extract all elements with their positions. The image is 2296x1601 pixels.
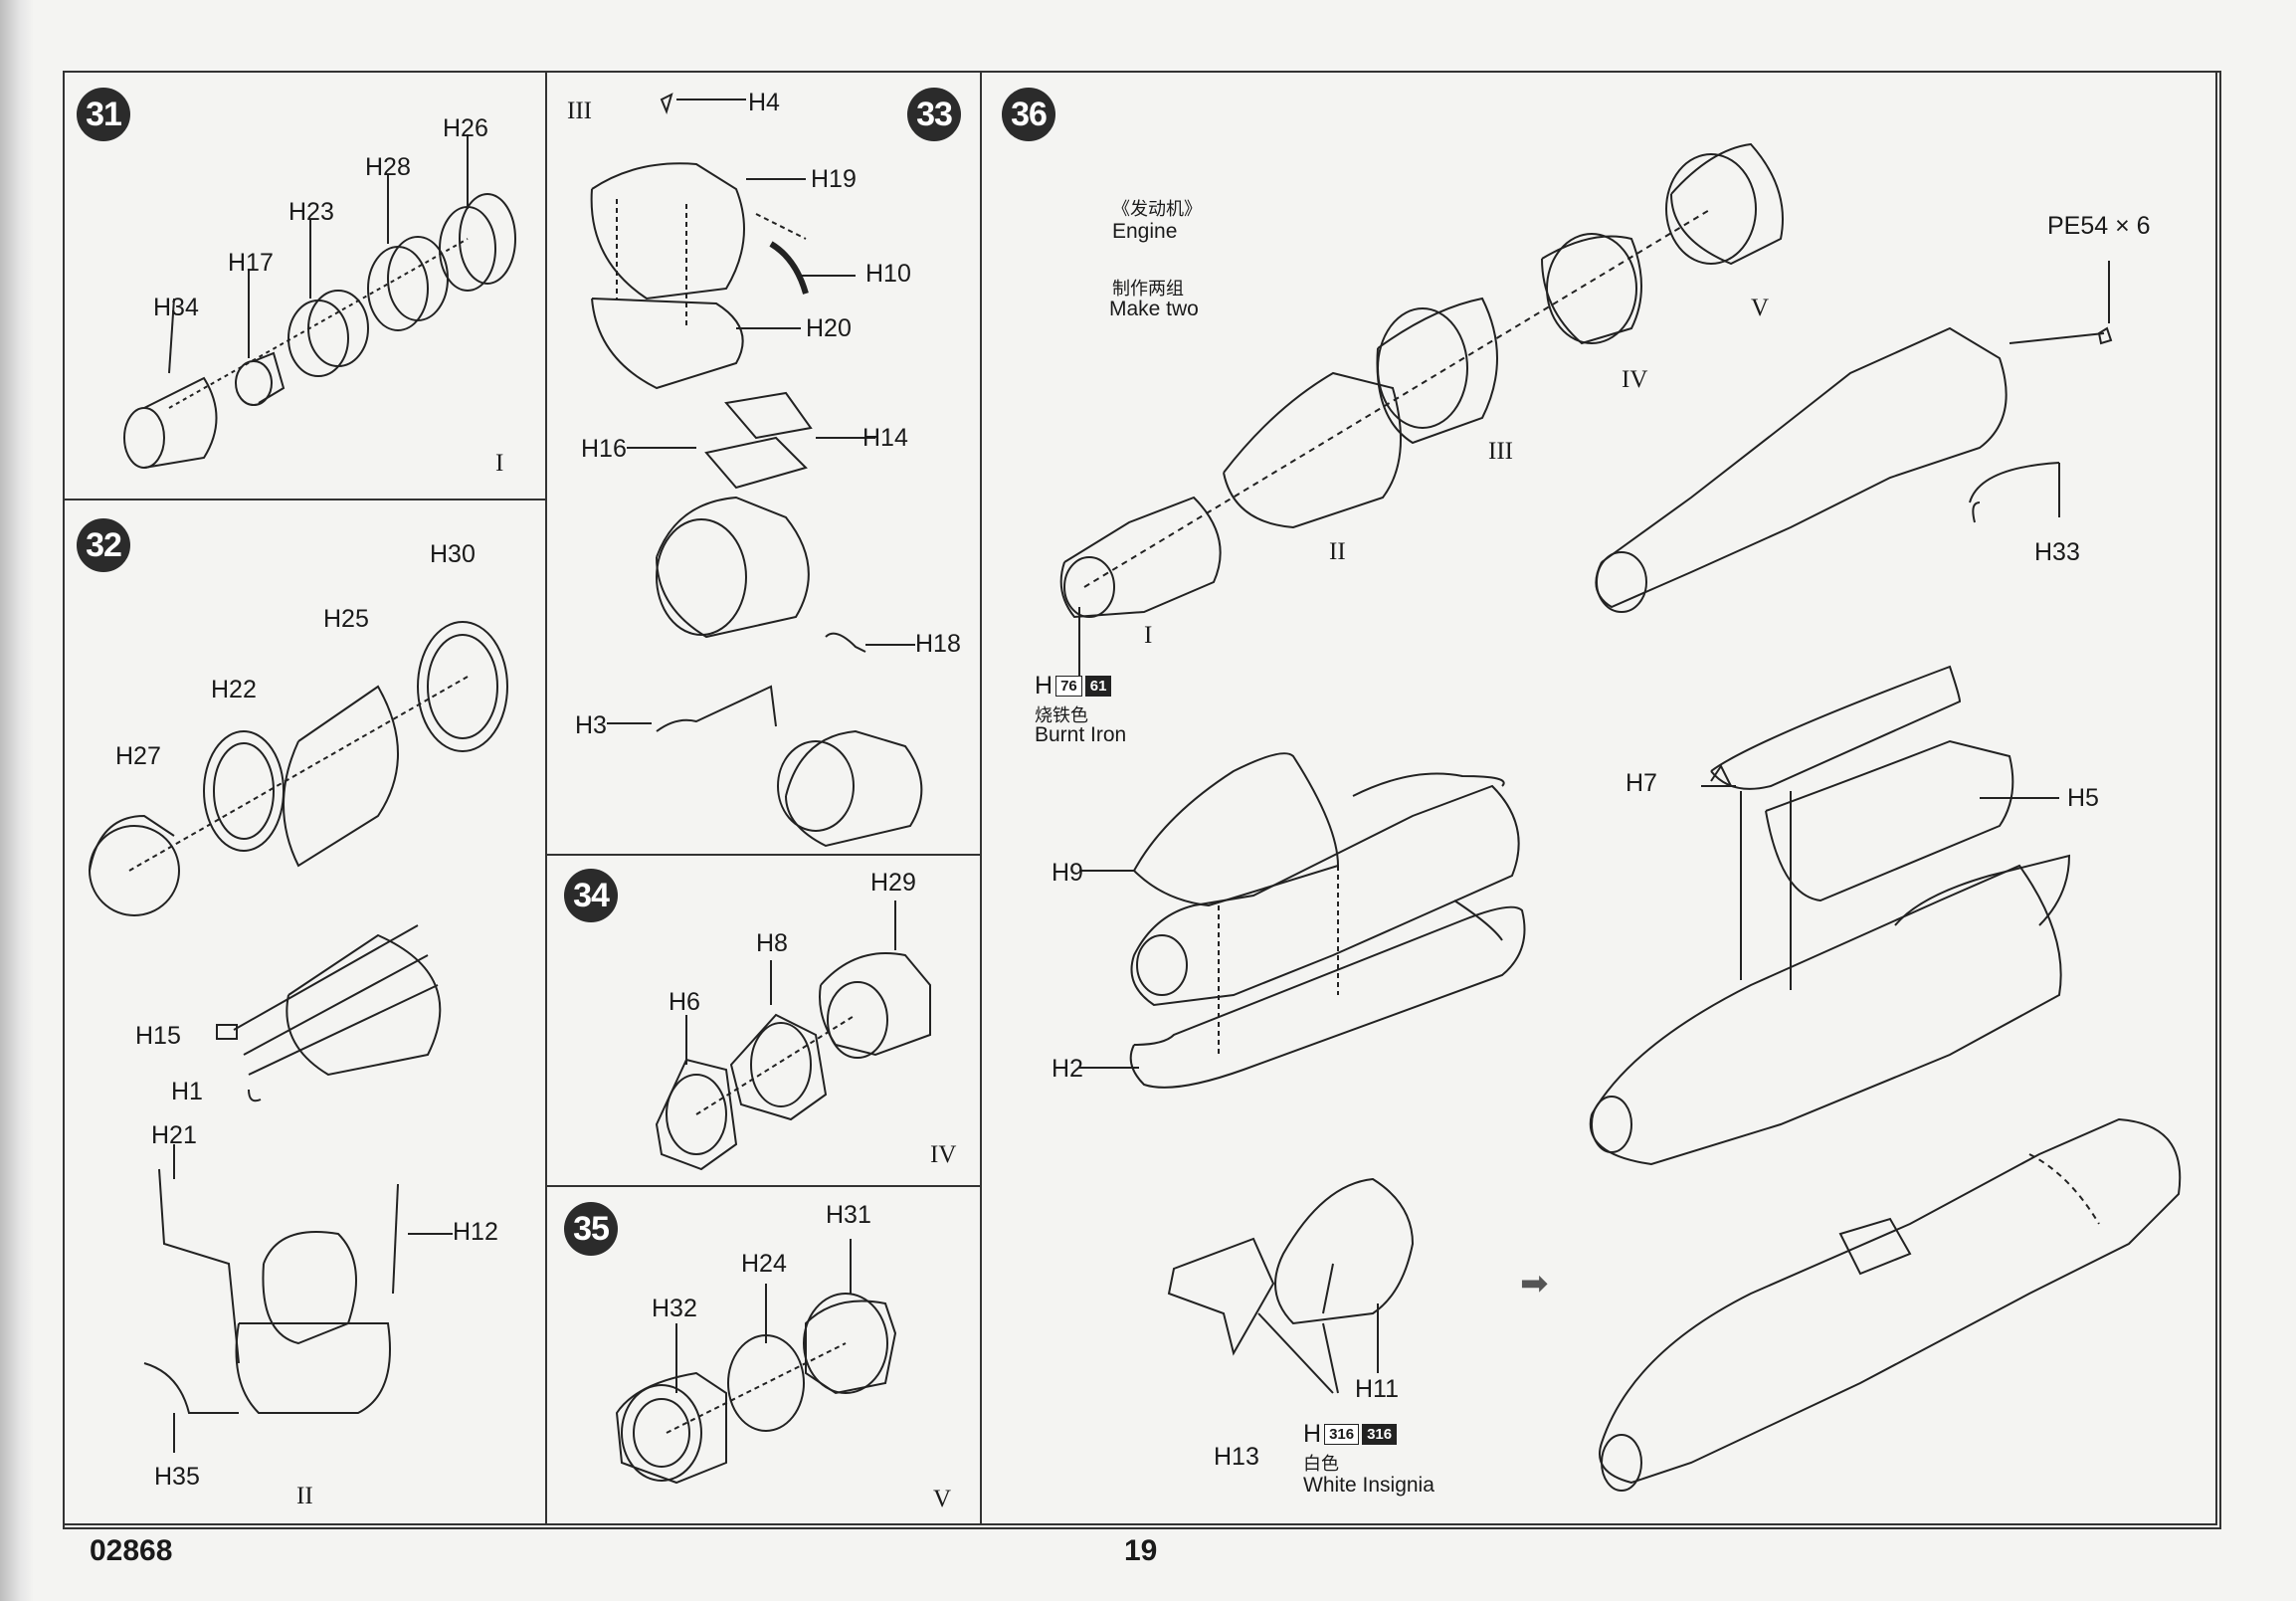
part-label: H28 [365,153,411,181]
step32-parts [89,621,508,1453]
step34-parts [655,901,931,1171]
part-label: H4 [748,89,780,116]
paint-name-cn: 白色 [1303,1454,1339,1474]
stage-label: I [495,450,504,477]
make-two-cn: 制作两组 [1112,279,1184,299]
part-label: H17 [228,249,274,277]
part-label: H14 [862,424,908,452]
part-label: H5 [2067,784,2099,812]
step-number-badge: 32 [77,518,130,572]
step36-engine-stages [1059,142,2182,1492]
part-label: H16 [581,435,627,463]
part-label: H24 [741,1250,787,1278]
panel-step-36 [980,71,2217,1525]
stage-label: I [1144,622,1153,649]
part-label: H25 [323,605,369,633]
part-label: PE54 × 6 [2047,212,2151,240]
paint-prefix: H [1035,672,1053,700]
page-binding [0,0,34,1601]
paint-callout-white-insignia: H 316 316 [1303,1420,1398,1449]
stage-label: IV [1622,366,1648,393]
stage-label: V [1751,295,1770,321]
step-number-badge: 35 [564,1202,618,1256]
paint-name: White Insignia [1303,1474,1435,1497]
part-label: H1 [171,1078,203,1105]
part-label: H18 [915,630,961,658]
part-label: H19 [811,165,857,193]
part-label: H11 [1355,1375,1400,1403]
part-label: H33 [2034,538,2080,566]
part-label: H22 [211,676,257,703]
paint-code-box: 76 [1055,676,1082,697]
paint-name: Burnt Iron [1035,723,1127,746]
engine-title-cn: 《发动机》 [1112,199,1202,219]
part-label: H23 [288,198,334,226]
part-label: H13 [1214,1443,1259,1471]
stage-label: III [567,98,592,124]
part-label: H26 [443,114,488,142]
part-label: H35 [154,1463,200,1491]
part-label: H7 [1626,769,1657,797]
paint-code-box: 316 [1324,1424,1360,1445]
engine-title: Engine [1112,220,1178,243]
part-label: H31 [826,1201,871,1229]
paint-name-cn: 烧铁色 [1035,705,1088,725]
paint-code-box: 316 [1362,1424,1398,1445]
paint-callout-burnt-iron: H 76 61 [1035,672,1112,700]
stage-label: II [1329,538,1346,565]
paint-prefix: H [1303,1420,1322,1448]
paint-code-box: 61 [1084,676,1112,697]
next-arrow-icon: ➡ [1520,1265,1549,1302]
part-label: H29 [870,869,916,897]
part-label: H32 [652,1295,697,1322]
part-label: H30 [430,540,476,568]
step-number-badge: 31 [77,88,130,141]
stage-label: III [1488,438,1513,465]
product-code: 02868 [90,1534,173,1567]
part-label: H27 [115,742,161,770]
part-label: H34 [153,294,199,321]
part-label: H2 [1052,1055,1083,1083]
step35-parts [615,1239,897,1485]
part-label: H6 [669,988,700,1016]
part-label: H10 [865,260,911,288]
stage-label: V [933,1486,952,1512]
step-number-badge: 33 [907,88,961,141]
part-label: H8 [756,929,788,957]
part-label: H20 [806,314,852,342]
page-number: 19 [1124,1534,1158,1567]
part-label: H15 [135,1022,181,1050]
stage-label: IV [930,1141,957,1168]
step33-parts [590,93,923,848]
step-number-badge: 36 [1002,88,1055,141]
step31-parts [123,134,516,469]
part-label: H3 [575,711,607,739]
part-label: H21 [151,1121,197,1149]
part-label: H9 [1052,859,1083,887]
stage-label: II [296,1483,313,1509]
part-label: H12 [453,1218,498,1246]
step-number-badge: 34 [564,869,618,922]
make-two-note: Make two [1109,298,1199,320]
